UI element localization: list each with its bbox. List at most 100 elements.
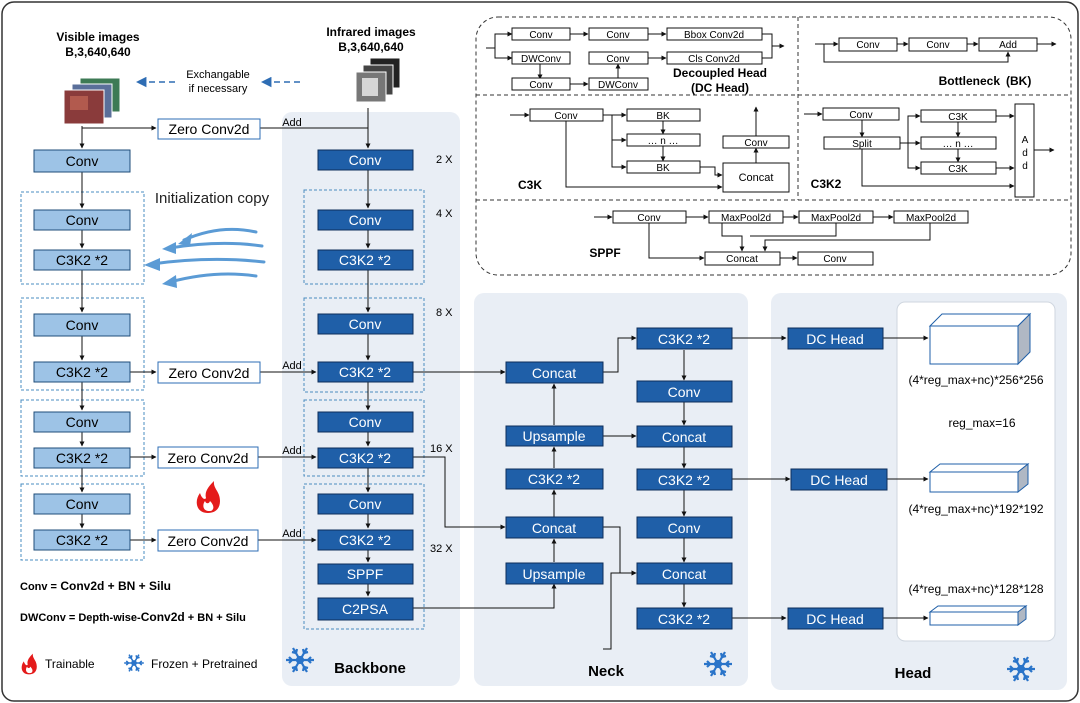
group-frame <box>303 483 425 630</box>
block-label: C3K2 *2 <box>339 252 391 268</box>
box-label: d <box>1022 148 1028 159</box>
dc-head-block <box>790 468 888 491</box>
box-label: BK <box>656 111 670 122</box>
neck-c3k2-block <box>636 607 733 630</box>
scale-label: 16 X <box>430 443 453 455</box>
backbone-conv-block <box>317 149 414 171</box>
box-label: Conv <box>606 54 629 65</box>
dc-conv-box <box>511 77 571 91</box>
zero-conv-block <box>157 118 261 140</box>
block-label: Zero Conv2d <box>168 533 249 549</box>
block-label: Conv <box>349 212 382 228</box>
c3k2-c3k-box <box>920 109 997 123</box>
backbone-conv-block <box>317 493 414 515</box>
block-label: C3K2 *2 <box>658 472 710 488</box>
block-label: Conv <box>668 384 701 400</box>
c3k2-add-box <box>1014 103 1035 198</box>
box-label: DWConv <box>598 80 638 91</box>
dc-conv-box <box>588 51 649 65</box>
box-label: Conv <box>554 111 577 122</box>
output-shape-small: (4*reg_max+nc)*128*128 <box>908 582 1043 596</box>
module-c3k: Conv BK … n … BK Concat Conv C3K <box>510 106 790 193</box>
block-label: Conv <box>349 414 382 430</box>
c3k-bk-box <box>626 108 701 122</box>
trainable-c3k2-block <box>33 361 131 383</box>
neck-title: Neck <box>588 663 625 680</box>
box-label: Concat <box>726 254 758 265</box>
block-label: Conv <box>66 496 99 512</box>
trainable-branch: Conv Conv C3K2 *2 Conv C3K2 *2 Conv C3K2… <box>33 149 131 551</box>
neck-conv-block <box>636 516 733 539</box>
scale-label: 4 X <box>436 208 453 220</box>
block-label: Conv <box>668 520 701 536</box>
trainable-c3k2-block <box>33 447 131 469</box>
neck-upsample-block <box>505 425 604 447</box>
dc-conv-box <box>511 27 571 41</box>
block-label: C3K2 *2 <box>339 532 391 548</box>
neck-upsample-block <box>505 562 604 585</box>
dc-cls-box <box>666 51 763 65</box>
neck-concat-block <box>636 562 733 585</box>
box-label: … n … <box>647 136 678 147</box>
bk-conv-box <box>838 37 898 52</box>
sppf-maxpool-box <box>798 210 874 224</box>
block-label: DC Head <box>810 472 868 488</box>
c3k-concat-box <box>722 162 790 193</box>
box-label: Conv <box>926 40 949 51</box>
sppf-title: SPPF <box>589 246 620 260</box>
infrared-images-shape: B,3,640,640 <box>338 40 404 54</box>
output-tensor-small <box>928 605 1028 626</box>
output-shape-large: (4*reg_max+nc)*256*256 <box>908 373 1043 387</box>
block-label: Zero Conv2d <box>168 450 249 466</box>
trainable-conv-block <box>33 149 131 173</box>
backbone-c3k2-block <box>317 249 414 271</box>
box-label: Bbox Conv2d <box>684 30 744 41</box>
add-label: Add <box>282 528 302 540</box>
block-label: Conv <box>349 316 382 332</box>
block-label: Upsample <box>522 566 585 582</box>
visible-image-stack <box>63 77 121 125</box>
bottleneck-abbr: (BK) <box>1006 74 1031 88</box>
dc-head-title: Decoupled Head <box>673 66 767 80</box>
backbone-c3k2-block <box>317 361 414 383</box>
backbone-c2psa-block <box>317 597 414 621</box>
backbone-c3k2-block <box>317 529 414 551</box>
sppf-conv-box <box>612 210 687 224</box>
backbone-title: Backbone <box>334 660 406 677</box>
backbone-blocks: Conv Conv C3K2 *2 Conv C3K2 *2 Conv C3K2… <box>317 149 414 621</box>
box-label: Concat <box>739 172 774 184</box>
neck-blocks: Concat Upsample C3K2 *2 Concat Upsample … <box>505 327 733 630</box>
block-label: C3K2 *2 <box>658 331 710 347</box>
block-label: Zero Conv2d <box>169 121 250 137</box>
c3k2-repeat-box <box>920 136 997 150</box>
backbone-c3k2-block <box>317 447 414 469</box>
infrared-image-stack <box>355 57 401 103</box>
module-c3k2: Conv Split C3K … n … C3K A d d C3K2 <box>804 103 1055 198</box>
box-label: Cls Conv2d <box>688 54 740 65</box>
head-title: Head <box>895 665 932 682</box>
legend-flame-icon <box>21 653 37 675</box>
block-label: Conv <box>66 317 99 333</box>
flame-icon <box>196 481 220 513</box>
box-label: Conv <box>529 30 552 41</box>
head-blocks: DC Head DC Head DC Head <box>787 327 888 630</box>
initialization-copy-label: Initialization copy <box>155 190 270 207</box>
dc-conv-box <box>588 27 649 41</box>
block-label: Zero Conv2d <box>169 365 250 381</box>
add-label: Add <box>282 117 302 129</box>
block-label: Upsample <box>522 428 585 444</box>
add-label: Add <box>282 445 302 457</box>
legend-frozen-label: Frozen + Pretrained <box>151 657 257 671</box>
neck-c3k2-block <box>636 327 733 350</box>
box-label: Split <box>852 139 872 150</box>
box-label: Conv <box>823 254 846 265</box>
c3k2-split-box <box>823 136 901 150</box>
module-bottleneck: Conv Conv Add Bottleneck (BK) <box>815 37 1057 88</box>
backbone-conv-block <box>317 411 414 433</box>
box-label: Conv <box>637 213 660 224</box>
block-label: SPPF <box>347 566 384 582</box>
box-label: Conv <box>606 30 629 41</box>
dc-head-block <box>787 607 884 630</box>
block-label: Conv <box>349 152 382 168</box>
neck-c3k2-block <box>636 468 733 491</box>
